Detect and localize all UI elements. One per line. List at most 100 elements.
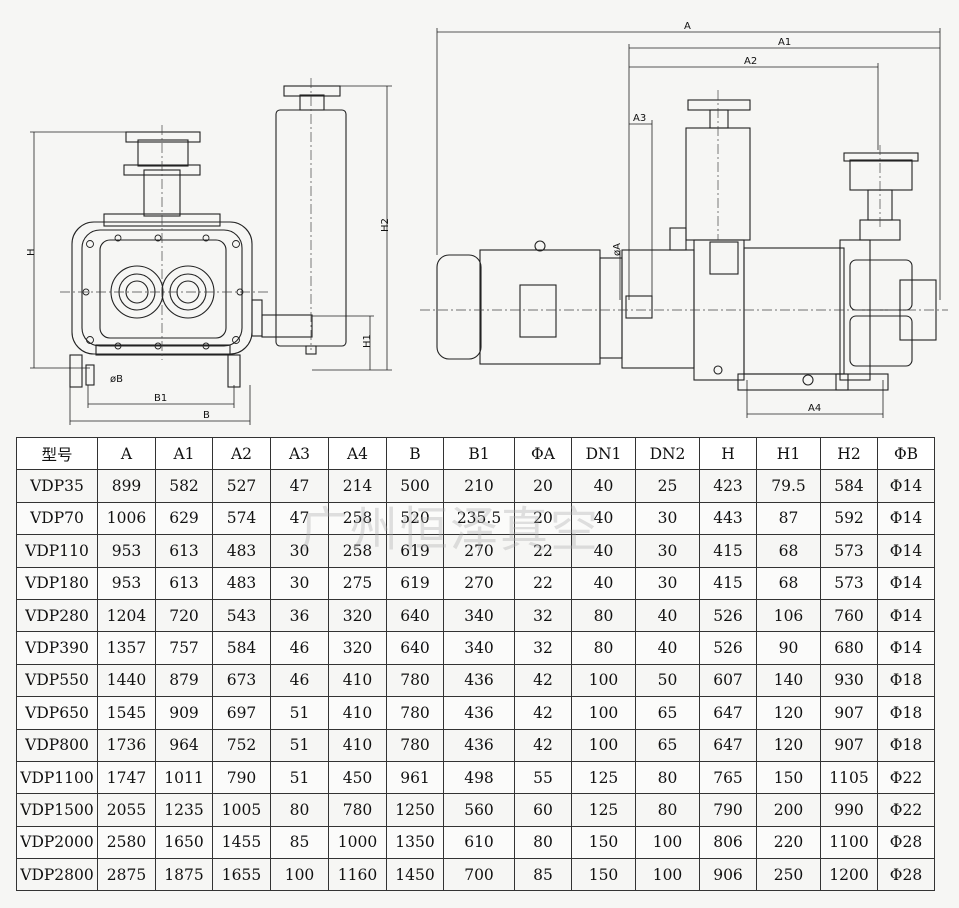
table-cell: 1450 [386,858,444,892]
table-cell: 436 [443,696,515,730]
table-cell: 906 [699,858,757,892]
model-cell: VDP180 [16,566,98,600]
table-cell: 483 [212,534,271,568]
table-cell: 647 [699,728,757,762]
table-cell: 2875 [97,858,156,892]
table-cell: 275 [328,566,387,600]
table-cell: 619 [386,534,444,568]
table-cell: 68 [756,534,821,568]
dim-label-phib: øB [110,374,123,385]
table-cell: 68 [756,566,821,600]
table-cell: 765 [699,760,757,795]
table-cell: 42 [514,663,572,698]
table-cell: 30 [270,566,329,600]
table-cell: 22 [514,566,572,600]
table-cell: 80 [635,760,700,795]
dim-label-a1: A1 [778,37,791,48]
table-cell: 30 [635,534,700,568]
table-cell: 250 [756,858,821,892]
table-cell: 629 [155,501,213,536]
table-cell: 500 [386,469,444,503]
table-cell: Φ14 [877,598,935,633]
table-cell: 340 [443,631,515,665]
model-cell: VDP280 [16,598,98,633]
table-cell: 1100 [820,825,878,860]
model-cell: VDP1500 [16,793,98,827]
table-cell: 909 [155,696,213,730]
table-cell: 584 [820,469,878,503]
table-cell: 60 [514,793,572,827]
table-cell: 1747 [97,760,156,795]
table-cell: 40 [571,469,636,503]
table-cell: Φ22 [877,760,935,795]
table-cell: Φ22 [877,793,935,827]
model-cell: VDP2800 [16,858,98,892]
table-cell: 80 [571,598,636,633]
table-cell: 790 [212,760,271,795]
dim-label-a: A [684,21,691,32]
table-cell: Φ14 [877,501,935,536]
model-cell: VDP35 [16,469,98,503]
table-cell: 320 [328,598,387,633]
table-cell: 584 [212,631,271,665]
model-cell: VDP800 [16,728,98,762]
table-cell: 214 [328,469,387,503]
table-cell: 120 [756,696,821,730]
table-cell: 423 [699,469,757,503]
table-cell: 100 [270,858,329,892]
column-header: A2 [212,436,271,471]
table-cell: 51 [270,728,329,762]
table-cell: 613 [155,566,213,600]
table-cell: 258 [328,501,387,536]
table-cell: 42 [514,696,572,730]
table-cell: 120 [756,728,821,762]
table-cell: 780 [386,728,444,762]
table-cell: 258 [328,534,387,568]
table-cell: 520 [386,501,444,536]
table-cell: 450 [328,760,387,795]
model-cell: VDP650 [16,696,98,730]
table-cell: 1011 [155,760,213,795]
table-cell: Φ14 [877,469,935,503]
table-cell: 680 [820,631,878,665]
column-header: H1 [756,436,821,471]
table-cell: Φ14 [877,534,935,568]
table-cell: 42 [514,728,572,762]
table-cell: 930 [820,663,878,698]
table-cell: 270 [443,566,515,600]
table-cell: Φ18 [877,663,935,698]
dim-label-a3: A3 [633,113,646,124]
table-cell: 47 [270,469,329,503]
table-cell: 200 [756,793,821,827]
table-cell: 20 [514,469,572,503]
column-header: B1 [443,436,515,471]
table-cell: 1000 [328,825,387,860]
table-cell: Φ14 [877,631,935,665]
table-cell: 65 [635,696,700,730]
table-cell: 436 [443,728,515,762]
table-cell: 527 [212,469,271,503]
table-cell: 907 [820,728,878,762]
table-cell: 560 [443,793,515,827]
table-cell: 210 [443,469,515,503]
table-cell: 415 [699,566,757,600]
table-cell: 573 [820,534,878,568]
table-cell: 990 [820,793,878,827]
table-cell: 961 [386,760,444,795]
column-header: 型号 [16,436,98,471]
table-cell: Φ14 [877,566,935,600]
model-cell: VDP550 [16,663,98,698]
table-cell: 150 [571,858,636,892]
table-cell: 1350 [386,825,444,860]
table-cell: 640 [386,598,444,633]
table-cell: 80 [635,793,700,827]
table-cell: 50 [635,663,700,698]
table-cell: 1875 [155,858,213,892]
